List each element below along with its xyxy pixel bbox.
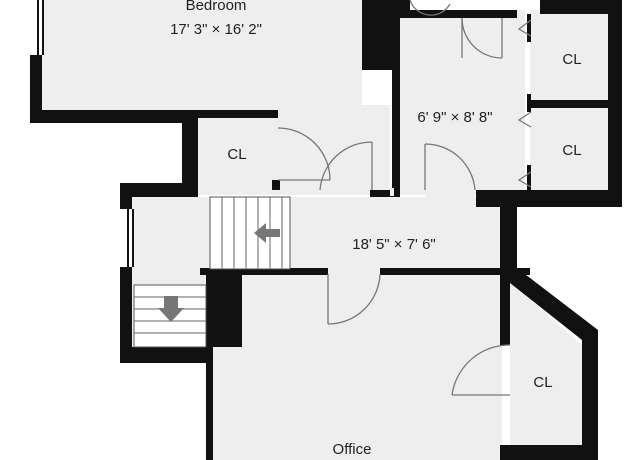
door-gap bbox=[390, 188, 394, 196]
office-name: Office bbox=[333, 441, 372, 458]
lower-stairs bbox=[133, 284, 207, 348]
wall bbox=[190, 110, 278, 118]
wall bbox=[527, 165, 531, 195]
office-floor bbox=[240, 275, 502, 460]
upper-stairs bbox=[209, 196, 291, 270]
wall bbox=[120, 197, 132, 209]
door-gap bbox=[328, 266, 380, 276]
bifold-door bbox=[517, 171, 532, 188]
wall bbox=[500, 268, 598, 460]
door-gap bbox=[425, 188, 475, 200]
bedroom-name: Bedroom bbox=[186, 0, 247, 14]
bifold-door bbox=[517, 19, 532, 37]
doors bbox=[277, 0, 532, 396]
closet-upper-right-label: CL bbox=[562, 51, 581, 68]
column bbox=[212, 275, 242, 347]
wall bbox=[30, 110, 195, 123]
wall bbox=[530, 100, 610, 108]
wall bbox=[500, 445, 590, 460]
window-frame bbox=[132, 209, 134, 267]
column bbox=[362, 0, 392, 70]
closet-office-floor bbox=[510, 283, 582, 450]
wall bbox=[500, 275, 510, 345]
arrow-down-icon bbox=[158, 296, 184, 322]
door-swing bbox=[424, 143, 476, 191]
walk-in-closet-dims: 6' 9" × 8' 8" bbox=[417, 109, 492, 126]
door-swing bbox=[451, 344, 511, 396]
door-swing bbox=[409, 0, 451, 16]
door-swing bbox=[319, 141, 373, 191]
wall bbox=[120, 347, 212, 363]
hallway-dims: 18' 5" × 7' 6" bbox=[352, 236, 436, 253]
bedroom-dims: 17' 3" × 16' 2" bbox=[170, 21, 262, 38]
window-frame bbox=[42, 0, 44, 55]
door-swing bbox=[461, 17, 503, 59]
wall bbox=[540, 0, 622, 14]
door-gaps bbox=[328, 188, 475, 276]
wall bbox=[500, 195, 517, 275]
wall bbox=[476, 190, 622, 207]
wall bbox=[527, 14, 531, 42]
wall bbox=[182, 110, 198, 195]
wall bbox=[120, 267, 132, 363]
wall bbox=[400, 0, 410, 14]
closet-hall-floor bbox=[198, 118, 278, 188]
bedroom-floor bbox=[42, 0, 362, 110]
labels: Bedroom 17' 3" × 16' 2" 6' 9" × 8' 8" 18… bbox=[170, 0, 582, 458]
window-frame bbox=[127, 209, 129, 267]
wall bbox=[527, 94, 531, 112]
wall bbox=[30, 55, 42, 123]
closet-lower-right-label: CL bbox=[562, 142, 581, 159]
window-frame bbox=[37, 0, 39, 55]
wall bbox=[392, 10, 517, 18]
wall bbox=[608, 0, 622, 207]
bifold-door bbox=[517, 111, 532, 128]
closet-hall-label: CL bbox=[227, 146, 246, 163]
office-floor-left bbox=[212, 345, 242, 460]
wall bbox=[206, 275, 213, 460]
wall bbox=[272, 180, 280, 190]
door-swing bbox=[277, 127, 331, 181]
door-swing bbox=[327, 273, 381, 325]
wall bbox=[370, 190, 400, 197]
wall bbox=[120, 183, 198, 197]
arrow-left-icon bbox=[254, 223, 280, 243]
closet-office-label: CL bbox=[533, 374, 552, 391]
wall bbox=[392, 0, 400, 197]
hallway-floor bbox=[132, 197, 502, 269]
closet-lower-right-floor bbox=[530, 108, 610, 195]
closet-upper-right-floor bbox=[530, 10, 610, 100]
